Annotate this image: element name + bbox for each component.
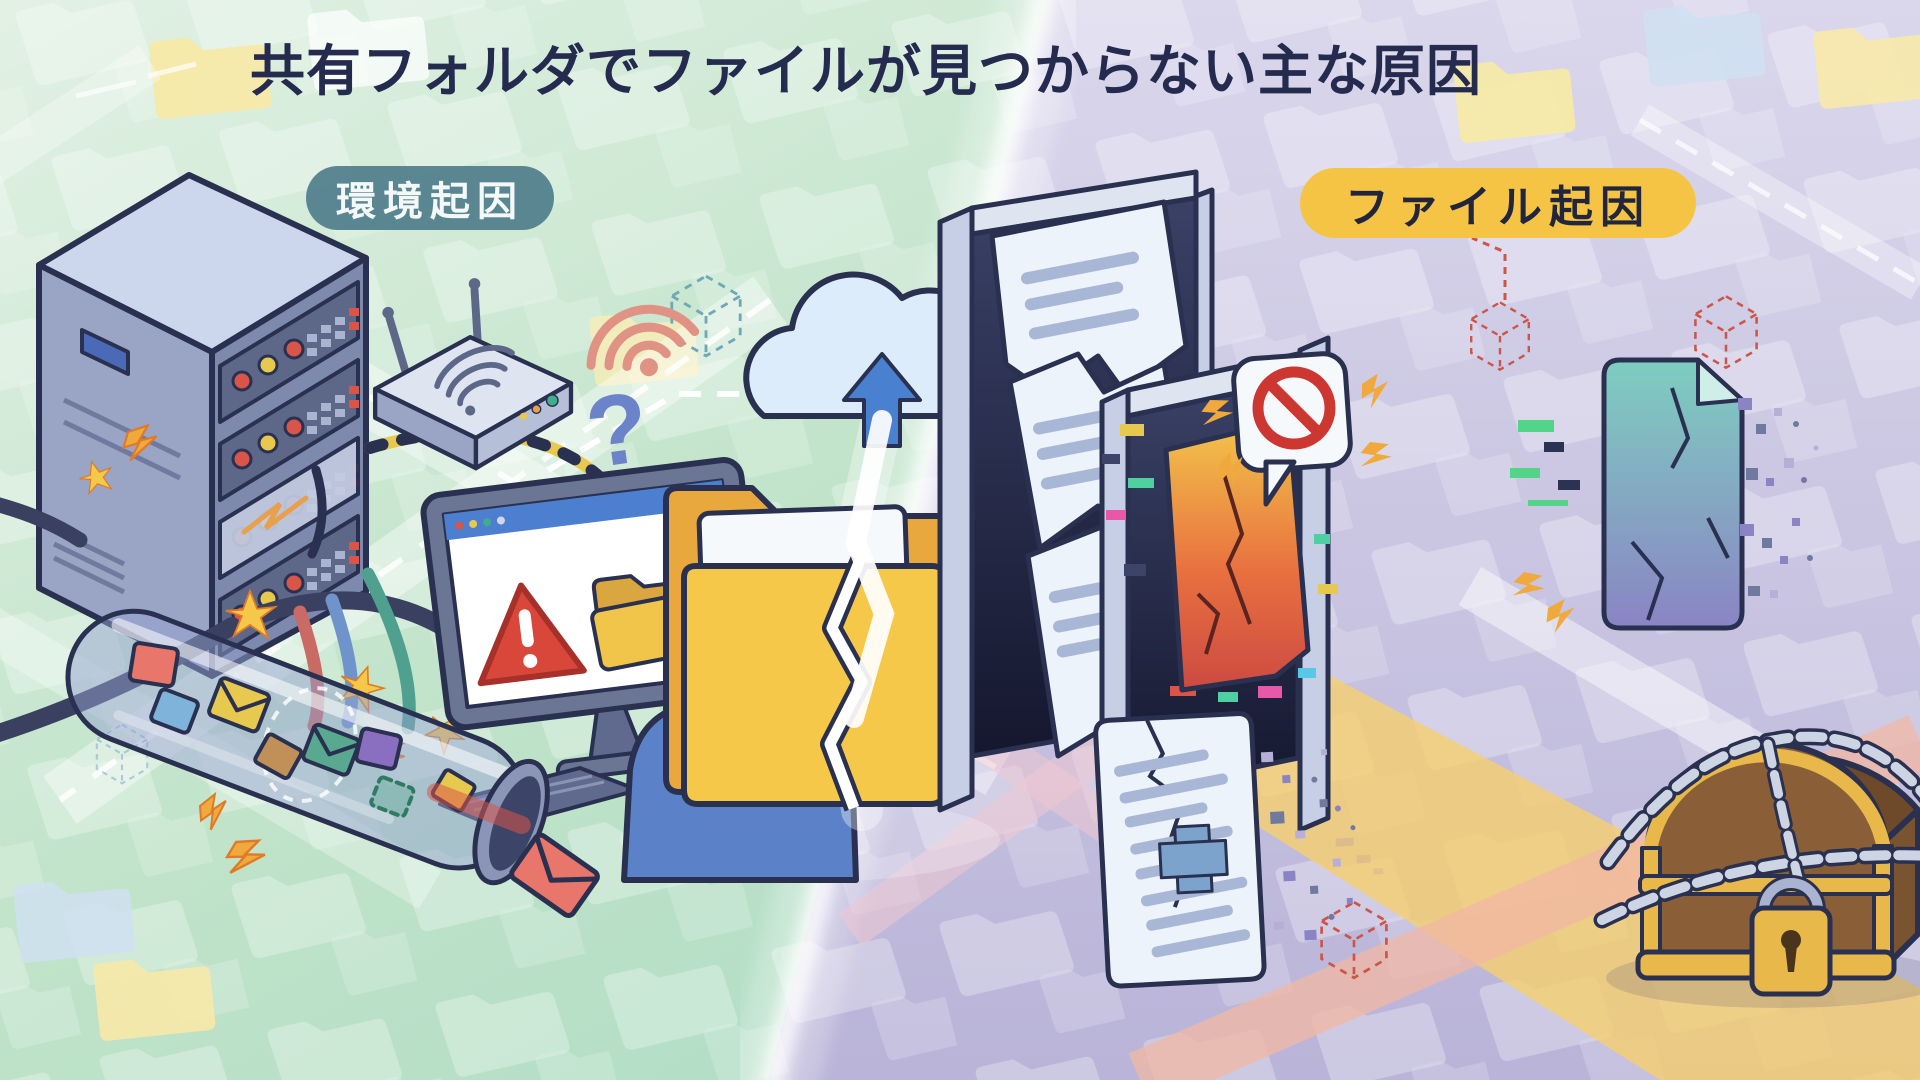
upload-arrow-icon [842,352,922,448]
warning-triangle-icon [477,582,587,687]
dissolving-file [1507,357,1819,635]
wifi-icon [434,344,515,407]
wifi-router [372,278,574,471]
environment-badge: 環境起因 [306,166,554,230]
padlock-icon [1749,875,1833,997]
page-title: 共有フォルダでファイルが見つからない主な原因 [250,40,1483,102]
browser-bar [443,480,725,541]
dissolve-pixels [1260,748,1384,941]
rack-badge [80,328,130,376]
file-chip-purple [354,726,403,771]
glitch-cross [1158,823,1229,895]
wifi-signal [586,304,700,377]
data-pipe [65,608,600,918]
broken-folder [663,485,953,812]
exiting-envelope [509,832,600,918]
access-denied-bubble [1197,351,1397,507]
dangling-connector [307,465,327,559]
upload-beam [844,410,895,728]
server-rack [36,172,369,679]
file-badge: ファイル起因 [1300,168,1696,238]
envelope-icon [207,676,272,734]
chained-treasure-chest [1593,728,1920,1008]
green-glitch [1510,420,1580,506]
prohibition-icon [1252,366,1336,450]
dashed-route [546,391,906,473]
envelope-icon-green [301,722,361,777]
cloud-upload-icon [743,271,1003,448]
dissolve-pixels [1738,398,1819,598]
dashed-cube-red-1 [1469,236,1531,371]
open-bay [218,436,360,580]
dissolving-document [1093,711,1384,989]
file-chip-red [127,641,180,689]
chain [1593,728,1920,929]
shared-folder-cloud [663,271,1003,831]
file-chip-blue [149,687,200,735]
